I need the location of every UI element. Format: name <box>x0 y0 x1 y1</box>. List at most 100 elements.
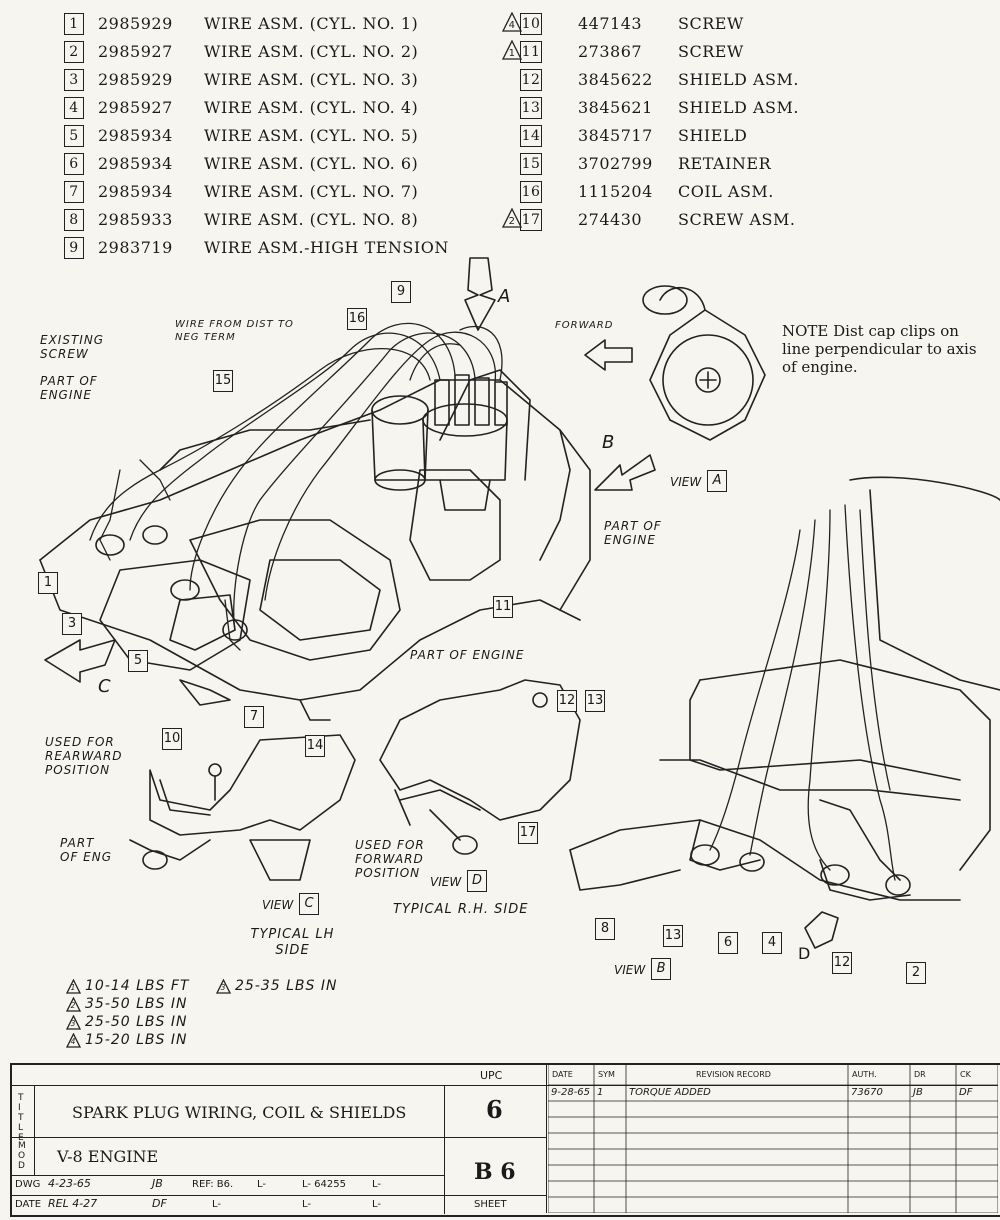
svg-text:4: 4 <box>509 20 516 31</box>
item-number-box: 11 <box>520 41 542 63</box>
callout-6: 6 <box>718 932 738 954</box>
callout-16: 16 <box>347 308 367 330</box>
label-part-of-engine-1: PART OF ENGINE <box>40 374 98 402</box>
part-description: WIRE ASM. (CYL. NO. 7) <box>204 182 419 201</box>
arrow-letter-b: B <box>602 432 616 453</box>
title-text: SPARK PLUG WIRING, COIL & SHIELDS <box>72 1103 407 1122</box>
callout-15: 15 <box>213 370 233 392</box>
part-description: WIRE ASM. (CYL. NO. 8) <box>204 210 419 229</box>
callout-12b: 12 <box>832 952 852 974</box>
revision-cell-sym: 1 <box>597 1087 604 1098</box>
callout-13b: 13 <box>663 925 683 947</box>
callout-4: 4 <box>762 932 782 954</box>
plug-boots-main <box>95 525 248 641</box>
flag-triangle-icon: 4 <box>501 11 523 32</box>
item-number-box: 16 <box>520 181 542 203</box>
part-number: 2985934 <box>98 154 173 173</box>
revision-grid <box>548 1065 998 1213</box>
parts-row: 1 2985929 WIRE ASM. (CYL. NO. 1) <box>64 12 484 36</box>
flag-triangle-icon: 1 <box>501 39 523 60</box>
date-l2: L- <box>302 1199 312 1210</box>
note-line-1: NOTE Dist cap clips on <box>782 322 959 340</box>
part-number: 2985927 <box>98 42 173 61</box>
part-number: 2985929 <box>98 14 173 33</box>
revision-cell-date: 9-28-65 <box>551 1087 591 1098</box>
part-description: SHIELD <box>678 126 748 145</box>
part-description: WIRE ASM. (CYL. NO. 4) <box>204 98 419 117</box>
item-number-box: 1 <box>64 13 84 35</box>
ref-l1: L- <box>257 1179 267 1190</box>
part-description: WIRE ASM. (CYL. NO. 5) <box>204 126 419 145</box>
part-description: SCREW <box>678 42 744 61</box>
upc-label: UPC <box>480 1069 503 1082</box>
parts-row: 2 2985927 WIRE ASM. (CYL. NO. 2) <box>64 40 484 64</box>
shield-view-d <box>379 679 581 855</box>
engine-block-view-b <box>569 476 1000 901</box>
callout-17: 17 <box>518 822 538 844</box>
ref-label: REF: B6. <box>192 1179 234 1190</box>
part-number: 3845717 <box>578 126 653 145</box>
svg-text:3: 3 <box>71 1019 77 1028</box>
label-forward: FORWARD <box>555 320 614 331</box>
item-number-box: 6 <box>64 153 84 175</box>
part-description: WIRE ASM. (CYL. NO. 3) <box>204 70 419 89</box>
revision-cell-auth: 73670 <box>851 1087 883 1098</box>
callout-8: 8 <box>595 918 615 940</box>
arrow-letter-d: D <box>798 944 812 963</box>
revision-cell-ck: DF <box>959 1087 973 1098</box>
spark-plug-wires-main <box>89 322 503 651</box>
callout-1: 1 <box>38 572 58 594</box>
item-number-box: 12 <box>520 69 542 91</box>
part-description: WIRE ASM. (CYL. NO. 2) <box>204 42 419 61</box>
part-number: 447143 <box>578 14 643 33</box>
part-description: SCREW <box>678 14 744 33</box>
part-number: 2985933 <box>98 210 173 229</box>
item-number-box: 4 <box>64 97 84 119</box>
callout-2: 2 <box>906 962 926 984</box>
callout-10: 10 <box>162 728 182 750</box>
sheet-code: B 6 <box>474 1159 516 1185</box>
date-l1: L- <box>212 1199 222 1210</box>
callout-12: 12 <box>557 690 577 712</box>
part-number: 2985927 <box>98 98 173 117</box>
flag-triangle-icon: 2 <box>501 207 523 228</box>
label-part-of-engine-3: PART OF ENGINE <box>410 648 525 662</box>
upc-value: 6 <box>486 1095 503 1124</box>
date-by: DF <box>152 1197 167 1210</box>
callout-11: 11 <box>493 596 513 618</box>
model-text: V-8 ENGINE <box>57 1147 159 1166</box>
forward-arrow <box>584 339 633 371</box>
part-description: RETAINER <box>678 154 772 173</box>
dist-cap-view-a <box>642 285 766 441</box>
label-typical-lh: TYPICAL LH SIDE <box>250 927 335 958</box>
view-a-arrow <box>464 257 496 331</box>
ref-l2: L- 64255 <box>302 1179 346 1190</box>
label-used-forward: USED FOR FORWARD POSITION <box>355 838 425 880</box>
flag-triangle-icon: 1 <box>66 978 81 994</box>
flag-triangle-icon: 3 <box>216 978 231 994</box>
part-number: 3702799 <box>578 154 653 173</box>
arrow-letter-a: A <box>498 286 512 307</box>
svg-text:1: 1 <box>509 48 516 59</box>
callout-13: 13 <box>585 690 605 712</box>
callout-7: 7 <box>244 706 264 728</box>
view-b-label: VIEW B <box>614 958 672 982</box>
item-number-box: 2 <box>64 41 84 63</box>
label-typical-rh: TYPICAL R.H. SIDE <box>393 902 529 917</box>
callout-3: 3 <box>62 613 82 635</box>
dist-cap-note: NOTE Dist cap clips on line perpendicula… <box>782 322 977 376</box>
part-number: 3845622 <box>578 70 653 89</box>
part-number: 274430 <box>578 210 643 229</box>
callout-9: 9 <box>391 281 411 303</box>
revision-cell-dr: JB <box>913 1087 923 1098</box>
note-line-2: line perpendicular to axis <box>782 340 977 358</box>
part-description: WIRE ASM. (CYL. NO. 1) <box>204 14 419 33</box>
